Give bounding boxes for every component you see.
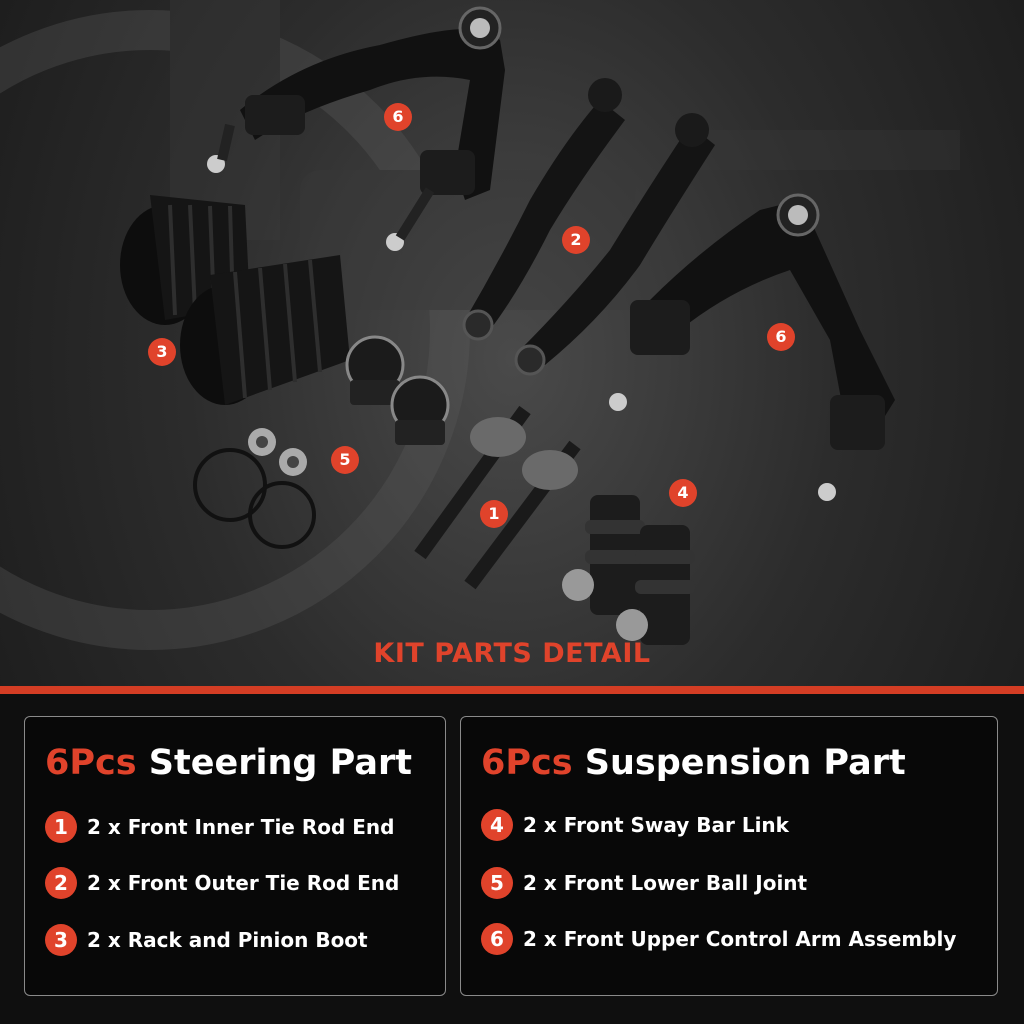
callout-badge: 1	[480, 500, 508, 528]
callout-badge: 6	[767, 323, 795, 351]
inner-tie-rod-ends	[414, 405, 581, 590]
item-number-badge: 1	[45, 811, 77, 843]
outer-tie-rod-ends	[462, 78, 715, 376]
item-text: 2 x Front Inner Tie Rod End	[87, 815, 395, 839]
callout-badge: 6	[384, 103, 412, 131]
sway-bar-links	[562, 495, 695, 645]
rack-pinion-boots	[120, 195, 350, 405]
kit-parts-heading: KIT PARTS DETAIL	[373, 638, 651, 669]
callout-badge: 3	[148, 338, 176, 366]
steering-part-box: 6Pcs Steering Part 1 2 x Front Inner Tie…	[24, 716, 446, 996]
suspension-title: 6Pcs Suspension Part	[481, 743, 906, 783]
callout-badge: 5	[331, 446, 359, 474]
item-text: 2 x Front Lower Ball Joint	[523, 871, 808, 895]
suspension-qty: 6Pcs	[481, 743, 573, 783]
item-number-badge: 2	[45, 867, 77, 899]
suspension-part-box: 6Pcs Suspension Part 4 2 x Front Sway Ba…	[460, 716, 998, 996]
upper-control-arm-right	[609, 193, 895, 501]
item-number-badge: 4	[481, 809, 513, 841]
item-text: 2 x Front Sway Bar Link	[523, 813, 789, 837]
background-suspension	[0, 0, 960, 650]
upper-control-arm-top	[207, 6, 505, 251]
item-text: 2 x Front Upper Control Arm Assembly	[523, 927, 957, 951]
list-item: 5 2 x Front Lower Ball Joint	[481, 867, 807, 899]
parts-photo	[0, 0, 960, 650]
callout-badge: 2	[562, 226, 590, 254]
item-number-badge: 3	[45, 924, 77, 956]
divider-rule	[0, 686, 1024, 694]
callout-badge: 4	[669, 479, 697, 507]
item-number-badge: 5	[481, 867, 513, 899]
steering-qty: 6Pcs	[45, 743, 137, 783]
list-item: 4 2 x Front Sway Bar Link	[481, 809, 789, 841]
item-text: 2 x Rack and Pinion Boot	[87, 928, 368, 952]
list-item: 1 2 x Front Inner Tie Rod End	[45, 811, 394, 843]
list-item: 3 2 x Rack and Pinion Boot	[45, 924, 368, 956]
list-item: 2 2 x Front Outer Tie Rod End	[45, 867, 399, 899]
steering-title-text: Steering Part	[148, 743, 412, 783]
lower-ball-joints	[193, 335, 450, 549]
item-text: 2 x Front Outer Tie Rod End	[87, 871, 400, 895]
list-item: 6 2 x Front Upper Control Arm Assembly	[481, 923, 956, 955]
steering-title: 6Pcs Steering Part	[45, 743, 412, 783]
suspension-title-text: Suspension Part	[584, 743, 906, 783]
item-number-badge: 6	[481, 923, 513, 955]
